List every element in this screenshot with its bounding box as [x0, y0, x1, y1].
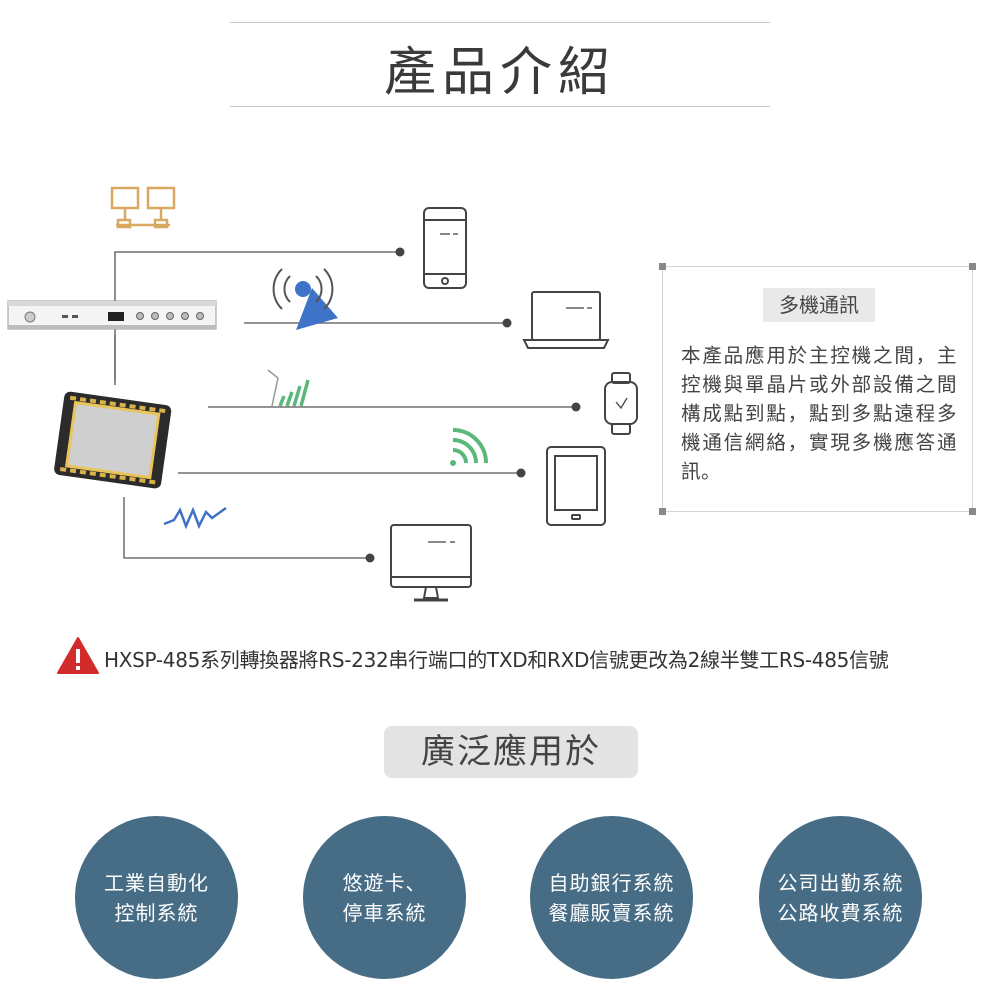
desktop-monitor-icon: [390, 524, 472, 602]
application-line1: 工業自動化: [104, 870, 209, 895]
wireless-antenna-icon: [272, 268, 338, 330]
corner-marker: [969, 263, 976, 270]
applied-title: 廣泛應用於: [384, 726, 638, 778]
smartwatch-icon: [604, 372, 638, 435]
tablet-icon: [546, 446, 606, 526]
connection-dots: [365, 247, 581, 563]
network-diagram: [7, 186, 638, 602]
info-tag: 多機通訊: [763, 288, 875, 322]
corner-marker: [659, 263, 666, 270]
application-circle-banking: 自助銀行系統 餐廳販賣系統: [530, 816, 693, 979]
corner-marker: [969, 508, 976, 515]
server-rack-icon: [7, 300, 217, 330]
application-circle-card: 悠遊卡、 停車系統: [303, 816, 466, 979]
application-line2: 控制系統: [114, 900, 199, 925]
info-box: 多機通訊 本產品應用於主控機之間，主控機與單晶片或外部設備之間構成點到點，點到多…: [659, 263, 976, 515]
microchip-icon: [54, 391, 172, 489]
page-title: 產品介紹: [383, 43, 616, 103]
application-line1: 自助銀行系統: [548, 870, 675, 895]
network-computers-icon: [110, 186, 176, 229]
corner-marker: [659, 508, 666, 515]
wifi-icon: [450, 428, 488, 466]
line-to-monitor: [123, 497, 370, 559]
warning-note: HXSP-485系列轉換器將RS-232串行端口的TXD和RXD信號更改為2線半…: [56, 636, 986, 680]
application-circle-attendance: 公司出勤系統 公路收費系統: [759, 816, 922, 979]
warning-text: HXSP-485系列轉換器將RS-232串行端口的TXD和RXD信號更改為2線半…: [104, 648, 889, 672]
serial-signal-icon: [163, 506, 227, 530]
application-line2: 停車系統: [342, 900, 427, 925]
info-text: 本產品應用於主控機之間，主控機與單晶片或外部設備之間構成點到點，點到多點遠程多機…: [681, 344, 957, 483]
smartphone-icon: [423, 207, 467, 289]
application-circle-industrial: 工業自動化 控制系統: [75, 816, 238, 979]
title-divider-top: [230, 22, 770, 23]
signal-strength-icon: [267, 369, 310, 407]
application-line1: 悠遊卡、: [342, 870, 427, 895]
laptop-icon: [522, 291, 610, 349]
application-line1: 公司出勤系統: [777, 870, 904, 895]
warning-triangle-icon: [57, 637, 99, 674]
title-divider-bottom: [230, 106, 770, 107]
application-line2: 公路收費系統: [777, 900, 904, 925]
application-line2: 餐廳販賣系統: [548, 900, 675, 925]
connection-lines: [114, 251, 576, 559]
